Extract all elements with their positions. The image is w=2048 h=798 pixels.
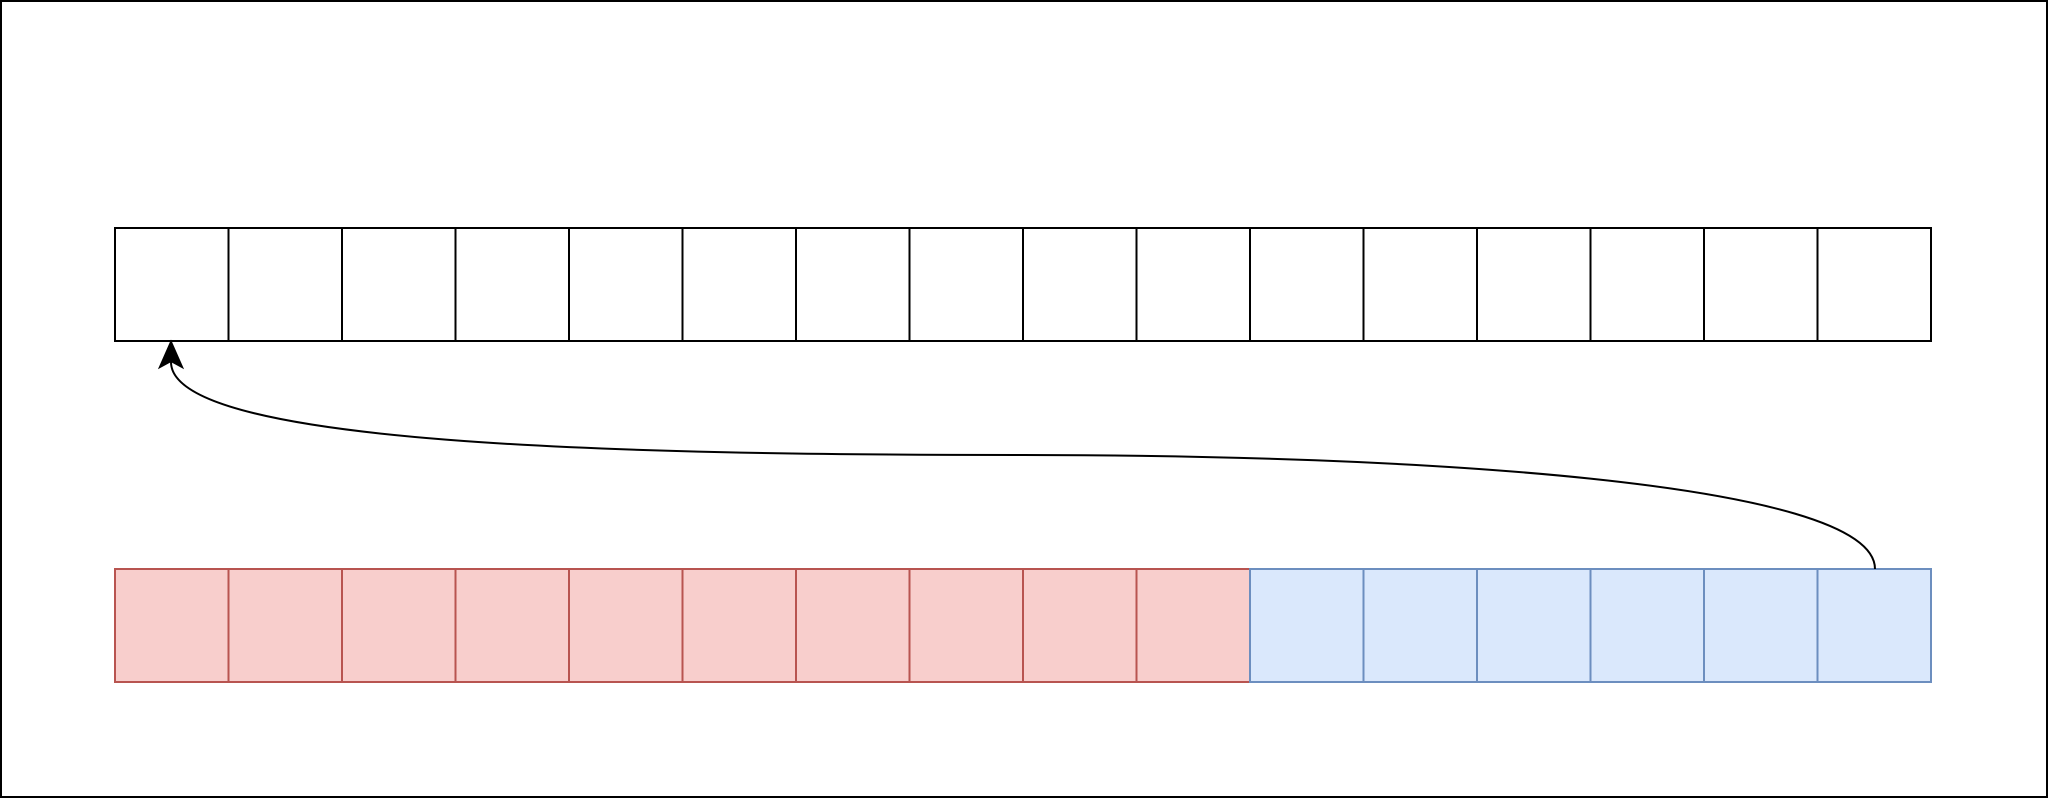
blue-group-cell[interactable] xyxy=(1249,568,1365,683)
top-row-cell[interactable] xyxy=(227,227,343,342)
red-group-cell[interactable] xyxy=(1022,568,1138,683)
arrowhead-icon xyxy=(157,339,185,370)
top-row-cell[interactable] xyxy=(341,227,457,342)
top-row-cell[interactable] xyxy=(1476,227,1592,342)
connector-path[interactable] xyxy=(170,361,1876,570)
top-row xyxy=(114,227,1932,342)
top-row-cell[interactable] xyxy=(1589,227,1705,342)
top-row-cell[interactable] xyxy=(681,227,797,342)
top-row-cell[interactable] xyxy=(908,227,1024,342)
red-group-cell[interactable] xyxy=(341,568,457,683)
red-group-cell[interactable] xyxy=(568,568,684,683)
red-group-cell[interactable] xyxy=(227,568,343,683)
top-row-cell[interactable] xyxy=(1362,227,1478,342)
red-group-cell[interactable] xyxy=(114,568,230,683)
top-row-cell[interactable] xyxy=(1022,227,1138,342)
blue-group-cell[interactable] xyxy=(1362,568,1478,683)
top-row-cell[interactable] xyxy=(454,227,570,342)
red-group-cell[interactable] xyxy=(681,568,797,683)
top-row-cell[interactable] xyxy=(1135,227,1251,342)
top-row-cell[interactable] xyxy=(1816,227,1932,342)
top-row-cell[interactable] xyxy=(1249,227,1365,342)
top-row-cell[interactable] xyxy=(795,227,911,342)
red-group-cell[interactable] xyxy=(908,568,1024,683)
top-row-cell[interactable] xyxy=(1703,227,1819,342)
red-group-cell[interactable] xyxy=(1135,568,1251,683)
blue-group-cell[interactable] xyxy=(1703,568,1819,683)
red-group-cell[interactable] xyxy=(795,568,911,683)
bottom-row xyxy=(114,568,1932,683)
blue-group-cell[interactable] xyxy=(1476,568,1592,683)
blue-group-cell[interactable] xyxy=(1816,568,1932,683)
blue-group-cell[interactable] xyxy=(1589,568,1705,683)
connector-arrow[interactable] xyxy=(157,339,1876,570)
top-row-cell[interactable] xyxy=(568,227,684,342)
red-group-cell[interactable] xyxy=(454,568,570,683)
top-row-cell[interactable] xyxy=(114,227,230,342)
